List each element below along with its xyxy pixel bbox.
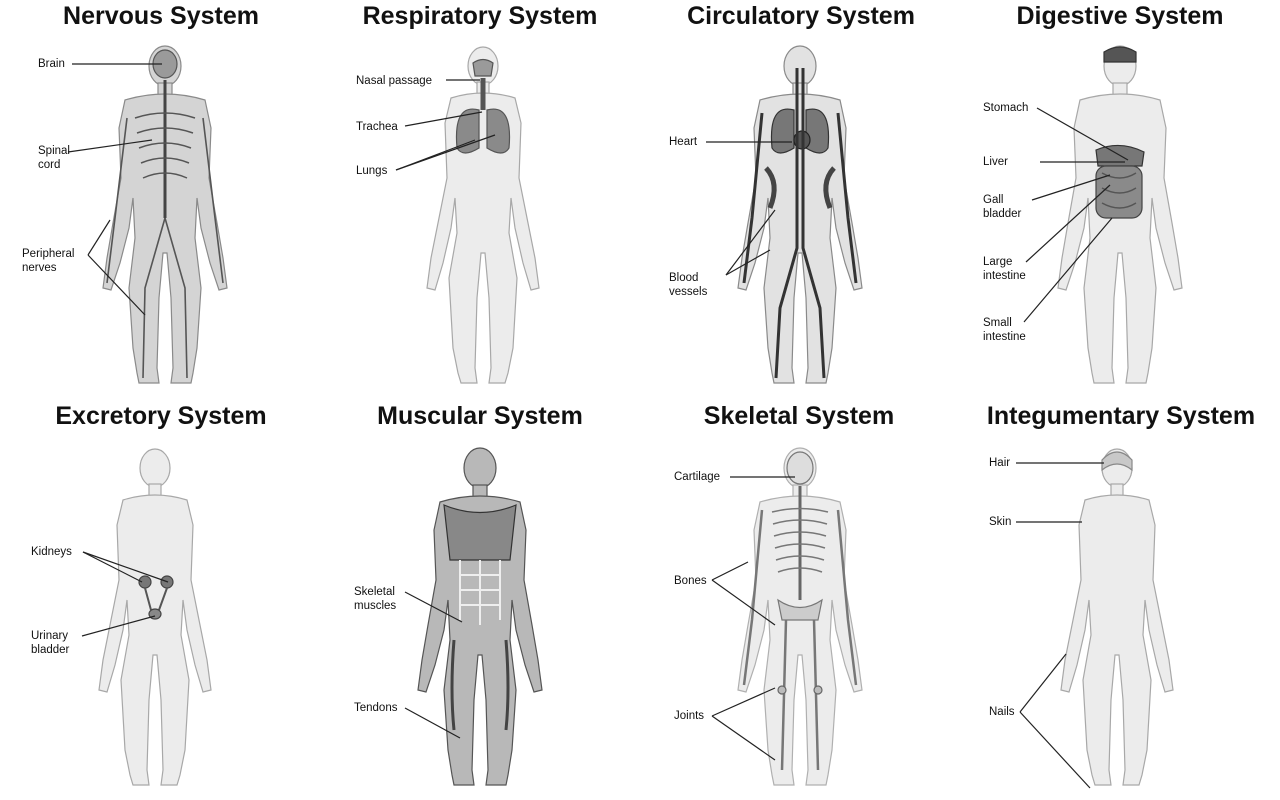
nervous-figure [102, 45, 228, 384]
label-spinal-cord: Spinal cord [38, 145, 70, 171]
label-joints: Joints [674, 710, 705, 722]
label-stomach: Stomach [983, 102, 1029, 114]
label-cartilage: Cartilage [674, 471, 721, 483]
muscular-figure [417, 447, 543, 786]
label-skin: Skin [989, 516, 1012, 528]
label-urinary-bladder: Urinary bladder [31, 630, 70, 656]
integumentary-figure [1060, 448, 1174, 786]
label-liver: Liver [983, 156, 1008, 168]
label-peripheral-nerves: Peripheral nerves [22, 248, 75, 274]
label-skeletal-muscles: Skeletal muscles [354, 586, 397, 612]
skeletal-figure [737, 447, 863, 786]
title-muscular-system: Muscular System [377, 402, 583, 430]
label-large-intestine: Large intestine [983, 256, 1026, 282]
label-small-intestine: Small intestine [983, 317, 1026, 343]
digestive-figure [1057, 45, 1183, 384]
title-integumentary-system: Integumentary System [986, 402, 1256, 430]
label-nasal-passage: Nasal passage [356, 75, 433, 87]
title-respiratory-system: Respiratory System [362, 2, 598, 30]
label-hair: Hair [989, 457, 1011, 469]
label-gall-bladder: Gall bladder [983, 194, 1022, 220]
title-skeletal-system: Skeletal System [703, 402, 895, 430]
respiratory-figure [426, 46, 540, 384]
title-digestive-system: Digestive System [1016, 2, 1224, 30]
label-tendons: Tendons [354, 702, 398, 714]
label-nails: Nails [989, 706, 1015, 718]
label-brain: Brain [38, 58, 65, 70]
label-lungs: Lungs [356, 165, 388, 177]
title-excretory-system: Excretory System [55, 402, 267, 430]
label-kidneys: Kidneys [31, 546, 72, 558]
label-trachea: Trachea [356, 121, 398, 133]
label-bones: Bones [674, 575, 707, 587]
leader-lines [67, 63, 1129, 789]
excretory-figure [98, 448, 212, 786]
circulatory-figure [737, 45, 863, 384]
title-circulatory-system: Circulatory System [687, 2, 915, 30]
label-heart: Heart [669, 136, 698, 148]
title-nervous-system: Nervous System [63, 2, 259, 30]
label-blood-vessels: Blood vessels [669, 272, 708, 298]
